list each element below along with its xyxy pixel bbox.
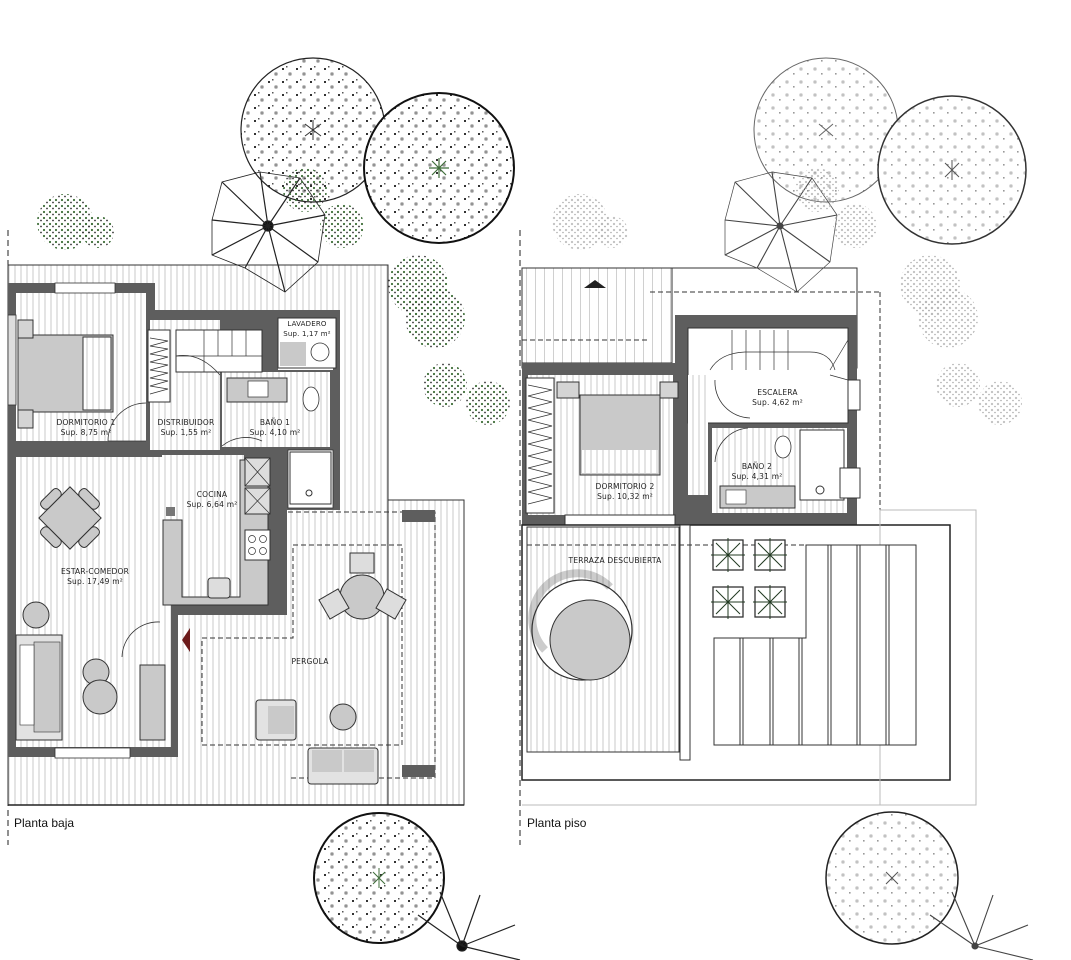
room-area: Sup. 10,32 m²: [597, 492, 653, 501]
bed-icon: [556, 381, 679, 476]
room-name: BAÑO 2: [741, 462, 773, 471]
toilet-icon: [302, 386, 320, 412]
shower-icon: [289, 451, 332, 505]
tree-icon: [877, 95, 1027, 245]
room-name: COCINA: [196, 490, 228, 499]
room-area: Sup. 1,17 m²: [283, 330, 331, 338]
room-label-cocina: COCINA Sup. 6,64 m²: [172, 490, 252, 510]
stove-icon: [244, 529, 271, 561]
room-label-lavadero: LAVADERO Sup. 1,17 m²: [278, 319, 336, 339]
toilet-icon: [774, 435, 792, 459]
upper-floor-plan: [519, 230, 977, 845]
palm-icon: [724, 171, 838, 293]
palm-icon: [211, 171, 326, 293]
plan-title-ground-floor: Planta baja: [14, 816, 75, 830]
ground-floor-plan: [7, 230, 465, 845]
room-name: DORMITORIO 1: [56, 418, 116, 427]
room-name: ESTAR-COMEDOR: [60, 567, 130, 576]
dining-table-icon: [38, 486, 102, 550]
room-name: LAVADERO: [287, 320, 327, 328]
sink-icon: [207, 577, 231, 599]
room-name: PERGOLA: [291, 657, 329, 666]
stairs-icon: [709, 330, 849, 381]
room-label-pergola: PERGOLA: [270, 657, 350, 667]
entry-arrow-icon: [182, 628, 190, 652]
washing-machine-icon: [310, 342, 330, 362]
sofa-icon: [15, 634, 63, 741]
room-name: DISTRIBUIDOR: [157, 418, 215, 427]
room-name: DORMITORIO 2: [595, 482, 655, 491]
tree-icon: [825, 811, 959, 945]
room-label-dormitorio-1: DORMITORIO 1 Sup. 8,75 m²: [42, 418, 130, 438]
room-area: Sup. 4,10 m²: [249, 428, 301, 437]
room-name: TERRAZA DESCUBIERTA: [568, 556, 662, 565]
room-area: Sup. 1,55 m²: [160, 428, 212, 437]
room-label-distribuidor: DISTRIBUIDOR Sup. 1,55 m²: [146, 418, 226, 438]
round-sofa-icon: [528, 569, 633, 681]
bed-icon: [17, 319, 114, 429]
plan-title-upper-floor: Planta piso: [527, 816, 587, 830]
room-label-estar-comedor: ESTAR-COMEDOR Sup. 17,49 m²: [45, 567, 145, 587]
room-area: Sup. 6,64 m²: [186, 500, 238, 509]
shrub-icon: [37, 168, 510, 425]
tree-icon: [313, 812, 445, 944]
room-name: BAÑO 1: [259, 418, 291, 427]
room-area: Sup. 4,62 m²: [752, 398, 803, 407]
planter-icon: [711, 538, 787, 619]
room-label-escalera: ESCALERA Sup. 4,62 m²: [740, 388, 815, 408]
room-label-bano-1: BAÑO 1 Sup. 4,10 m²: [240, 418, 310, 438]
room-label-terraza-descubierta: TERRAZA DESCUBIERTA: [560, 556, 670, 566]
room-label-dormitorio-2: DORMITORIO 2 Sup. 10,32 m²: [580, 482, 670, 502]
room-label-bano-2: BAÑO 2 Sup. 4,31 m²: [722, 462, 792, 482]
room-area: Sup. 4,31 m²: [731, 472, 783, 481]
tree-icon: [363, 92, 515, 244]
stairs-icon: [175, 329, 263, 376]
room-area: Sup. 8,75 m²: [60, 428, 112, 437]
palm-icon: [417, 891, 521, 960]
palm-icon: [929, 891, 1034, 960]
room-name: ESCALERA: [757, 388, 798, 397]
shrub-icon: [552, 168, 1022, 425]
room-area: Sup. 17,49 m²: [67, 577, 123, 586]
vegetation: [37, 57, 1034, 960]
sink-icon: [247, 380, 269, 398]
